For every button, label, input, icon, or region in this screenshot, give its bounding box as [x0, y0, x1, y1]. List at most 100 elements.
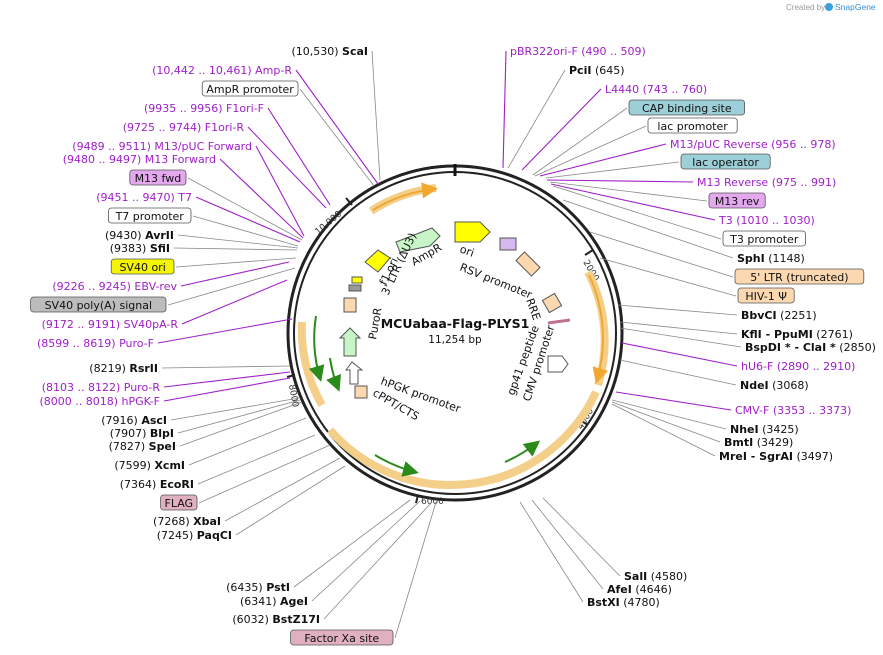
- label-8000--8018-hpgk-f: (8000 .. 8018) hPGK-F: [39, 377, 291, 408]
- label-9935--9956-f1ori-f: (9935 .. 9956) F1ori-F: [144, 102, 331, 206]
- label-spei-7827: (7827) SpeI: [109, 401, 303, 453]
- feature-arcs: [297, 182, 609, 489]
- leader-line: [615, 391, 732, 411]
- leader-line: [619, 359, 737, 386]
- leader-line: [192, 215, 299, 247]
- site-label: (7599) XcmI: [114, 459, 185, 472]
- sv40ori-glyph: [351, 276, 363, 284]
- leader-line: [293, 499, 411, 588]
- label-agei-6341: (6341) AgeI: [240, 500, 421, 608]
- label-factor-xa-site: Factor Xa site: [290, 501, 437, 646]
- plasmid-length: 11,254 bp: [428, 334, 482, 346]
- label-lac-promoter: lac promoter: [534, 117, 738, 177]
- puror-glyph: [338, 327, 362, 357]
- leader-line: [177, 234, 299, 249]
- site-label: (7827) SpeI: [109, 440, 176, 453]
- leader-line: [161, 365, 291, 369]
- primer-label: CMV-F (3353 .. 3373): [735, 404, 851, 417]
- feature-box: [734, 268, 865, 285]
- feature-box: [628, 99, 745, 116]
- label-sali-4580: SalI (4580): [542, 497, 687, 583]
- label-9480--9497-m13-forward: (9480 .. 9497) M13 Forward: [63, 153, 304, 239]
- label-lac-operator: lac operator: [545, 153, 771, 179]
- label-avrii-9430: (9430) AvrII: [105, 229, 299, 249]
- label-sv40-polya-signal: SV40 poly(A) signal: [30, 267, 296, 313]
- feature-box-label: M13 rev: [715, 195, 760, 208]
- label-psti-6435: (6435) PstI: [226, 499, 411, 594]
- site-label: (7907) BlpI: [110, 427, 174, 440]
- feature-box: [680, 153, 771, 170]
- feature-box: [110, 258, 175, 275]
- site-label: NdeI (3068): [740, 379, 809, 392]
- primer-label: hU6-F (2890 .. 2910): [741, 360, 855, 373]
- leader-line: [599, 257, 737, 297]
- label-t3-promoter: T3 promoter: [552, 185, 806, 247]
- label-sv40-ori: SV40 ori: [110, 257, 297, 275]
- primer-label: (9935 .. 9956) F1ori-F: [144, 102, 264, 115]
- feature-box-label: SV40 poly(A) signal: [45, 299, 152, 312]
- leader-line: [179, 401, 303, 447]
- label-mrei---sgrai-3497: MreI - SgrAI (3497): [611, 403, 833, 463]
- label-nhei-3425: NheI (3425): [611, 399, 799, 436]
- label-xcmi-7599: (7599) XcmI: [114, 417, 307, 472]
- cppt-glyph: [354, 385, 368, 399]
- feature-box-label: 5' LTR (truncated): [750, 271, 848, 284]
- leader-line: [173, 247, 298, 251]
- leader-line: [546, 179, 694, 183]
- leader-line: [187, 177, 303, 241]
- feature-box: [108, 207, 192, 224]
- leader-line: [521, 88, 602, 171]
- leader-line: [619, 327, 742, 348]
- sv40pa-glyph: [348, 284, 362, 292]
- ltr3-glyph: [343, 297, 357, 313]
- leader-line: [295, 69, 379, 185]
- primer-label: (9226 .. 9245) EBV-rev: [52, 280, 177, 293]
- leader-line: [549, 181, 708, 202]
- label-8599--8619-puro-f: (8599 .. 8619) Puro-F: [37, 318, 293, 350]
- label-5-ltr-truncated: 5' LTR (truncated): [589, 231, 865, 285]
- label-m13-rev: M13 rev: [549, 181, 766, 209]
- site-label: (8219) RsrII: [89, 362, 158, 375]
- leader-line: [188, 417, 307, 466]
- label-hiv-1-: HIV-1 Ψ: [599, 257, 795, 304]
- feature-box-label: M13 fwd: [135, 172, 182, 185]
- site-label: BbvCI (2251): [741, 309, 817, 322]
- site-label: (6341) AgeI: [240, 595, 308, 608]
- primer-label: (8000 .. 8018) hPGK-F: [39, 395, 160, 408]
- label-ndei-3068: NdeI (3068): [619, 359, 809, 392]
- site-label: MreI - SgrAI (3497): [719, 450, 833, 463]
- primer-label: pBR322ori-F (490 .. 509): [510, 45, 646, 58]
- leader-line: [394, 501, 437, 639]
- label-8103--8122-puro-r: (8103 .. 8122) Puro-R: [42, 371, 291, 394]
- site-label: BspDI * - ClaI * (2850): [745, 341, 876, 354]
- primer-label: (9489 .. 9511) M13/pUC Forward: [72, 140, 252, 153]
- primer-label: (9451 .. 9470) T7: [96, 191, 192, 204]
- site-label: BmtI (3429): [724, 436, 793, 449]
- leader-line: [611, 399, 727, 430]
- label-t3-1010--1030: T3 (1010 .. 1030): [550, 183, 815, 227]
- leader-line: [224, 457, 341, 522]
- label-sphi-1148: SphI (1148): [562, 199, 805, 265]
- feature-box-label: AmpR promoter: [206, 83, 294, 96]
- leader-line: [621, 342, 738, 367]
- feature-label: PuroR: [366, 306, 384, 340]
- site-label: (9430) AvrII: [105, 229, 174, 242]
- leader-line: [371, 50, 381, 181]
- primer-label: (9725 .. 9744) F1ori-R: [123, 121, 245, 134]
- leader-line: [545, 161, 680, 179]
- label-xbai-7268: (7268) XbaI: [153, 457, 341, 528]
- label-pcii-645: PciI (645): [507, 64, 625, 169]
- leader-line: [198, 444, 331, 504]
- leader-line: [255, 145, 305, 237]
- label-scai-10530: (10,530) ScaI: [291, 45, 381, 181]
- label-9451--9470-t7: (9451 .. 9470) T7: [96, 191, 301, 243]
- label-ampr-promoter: AmpR promoter: [201, 80, 375, 187]
- primer-label: (10,442 .. 10,461) Amp-R: [152, 64, 292, 77]
- primer-label: L4440 (743 .. 760): [605, 83, 707, 96]
- label-9489--9511-m13puc-forward: (9489 .. 9511) M13/pUC Forward: [72, 140, 305, 237]
- label-rsrii-8219: (8219) RsrII: [89, 362, 291, 375]
- rre-glyph: [541, 292, 563, 314]
- leader-line: [163, 371, 291, 388]
- leader-line: [552, 185, 722, 240]
